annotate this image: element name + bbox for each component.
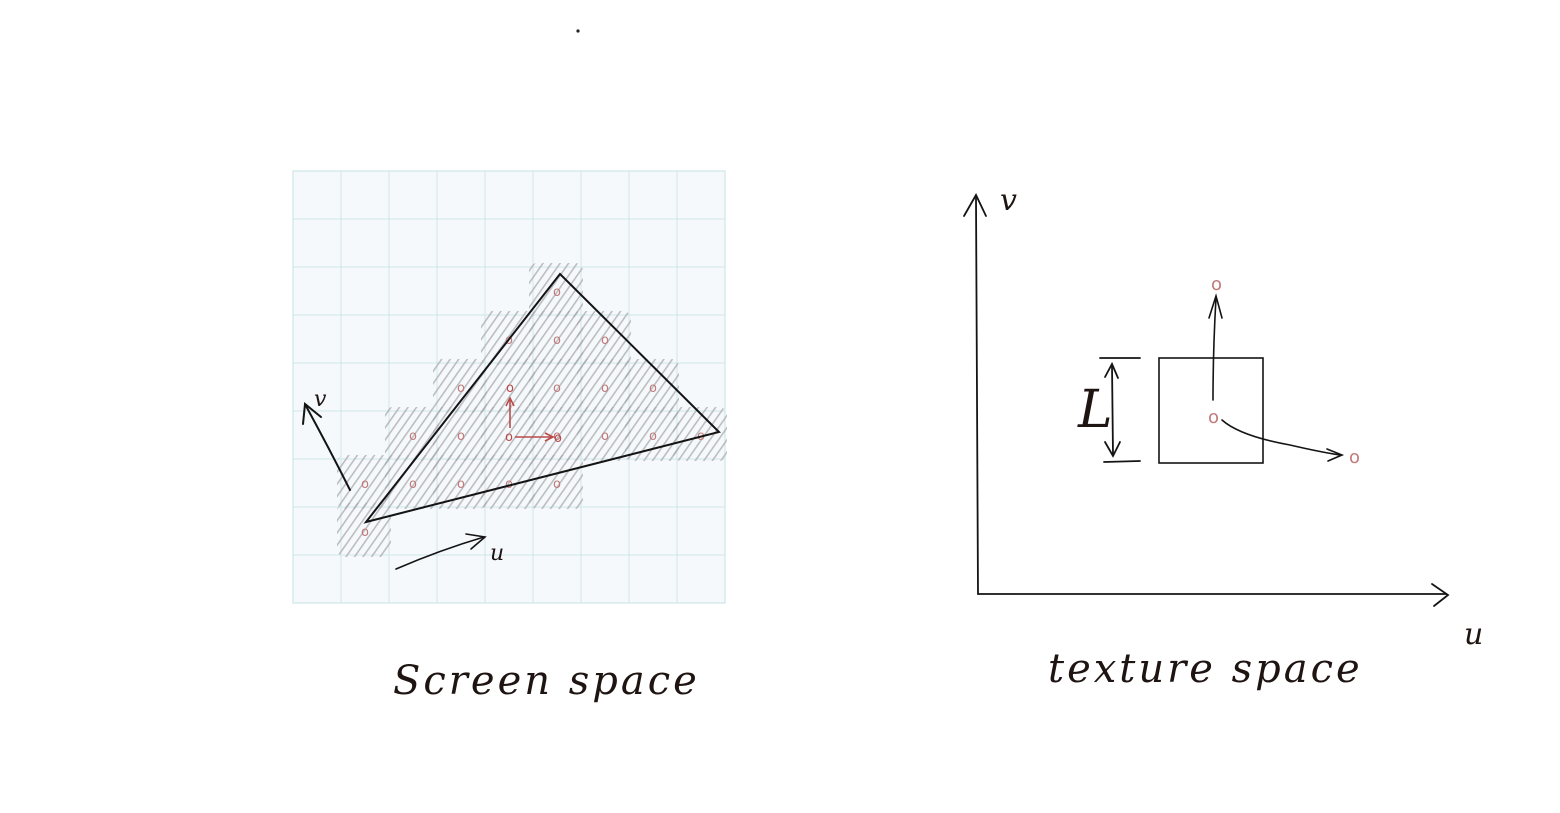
texture-space-caption: texture space (1048, 646, 1363, 692)
screen-derivative-arrows (505, 396, 555, 442)
v-axis-arrowhead (963, 193, 987, 217)
covered-pixel (385, 455, 439, 509)
pixel-sample: o (409, 477, 417, 492)
covered-pixel (577, 407, 631, 461)
covered-pixel (577, 311, 631, 365)
covered-pixel (625, 407, 679, 461)
pixel-sample: o (553, 429, 561, 444)
texture-axes (963, 193, 1450, 607)
covered-pixel (529, 407, 583, 461)
pixel-sample: o (553, 285, 561, 300)
covered-pixel (529, 311, 583, 365)
u-axis-arrowhead (1431, 583, 1450, 607)
screen-u-label: u (490, 541, 504, 566)
screen-dv-arrowhead (505, 396, 515, 407)
texture-du-arrowhead (1326, 448, 1345, 462)
pixel-sample: o (601, 381, 609, 396)
screen-origin-sample: o (505, 430, 513, 445)
pixel-sample: o (457, 477, 465, 492)
texture-space-panel: v u L o o o texture space (963, 183, 1483, 692)
covered-pixel (433, 359, 487, 413)
covered-pixel (529, 263, 583, 317)
pixel-sample: o (361, 477, 369, 492)
screen-v-label: v (314, 387, 327, 412)
stray-dot (576, 29, 580, 33)
texture-u-axis-label: u (1464, 617, 1483, 652)
texture-dv-sample: o (1211, 274, 1222, 295)
texture-du-arrow (1221, 419, 1341, 456)
pixel-sample: o (553, 333, 561, 348)
pixel-sample: o (553, 477, 561, 492)
pixel-sample: o (457, 429, 465, 444)
pixel-sample: o (601, 429, 609, 444)
screen-du-sample: o (554, 431, 562, 446)
covered-pixel (337, 503, 391, 557)
screen-v-arrow (302, 402, 351, 491)
covered-pixel (481, 455, 535, 509)
v-axis-line (975, 197, 979, 595)
texture-origin-sample: o (1208, 407, 1219, 428)
texture-v-axis-label: v (1000, 183, 1017, 218)
covered-pixel (673, 407, 727, 461)
texel-square (1158, 357, 1264, 464)
covered-pixel (529, 359, 583, 413)
pixel-sample: o (649, 429, 657, 444)
pixel-sample: o (601, 333, 609, 348)
pixel-sample: o (505, 477, 513, 492)
length-label: L (1077, 380, 1113, 440)
texture-dv-arrowhead (1208, 293, 1223, 319)
pixel-sample: o (553, 381, 561, 396)
screen-dv-sample: o (506, 381, 514, 396)
covered-pixel (481, 407, 535, 461)
covered-pixel (577, 359, 631, 413)
screen-du-arrowhead (544, 432, 555, 442)
texture-du-sample: o (1349, 447, 1360, 468)
length-dimension-marker (1099, 357, 1141, 463)
pixel-sample: o (361, 525, 369, 540)
pixel-sample: o (457, 381, 465, 396)
texture-footprint-arrows (1208, 293, 1345, 462)
screen-u-arrow (395, 533, 487, 570)
covered-pixel (337, 455, 391, 509)
covered-pixel (625, 359, 679, 413)
covered-pixel (529, 455, 583, 509)
screen-space-caption: Screen space (393, 658, 700, 704)
texture-dv-arrow (1212, 297, 1217, 401)
covered-pixel (481, 359, 535, 413)
triangle (363, 272, 721, 524)
pixel-sample: o (409, 429, 417, 444)
pixel-sample: o (649, 381, 657, 396)
